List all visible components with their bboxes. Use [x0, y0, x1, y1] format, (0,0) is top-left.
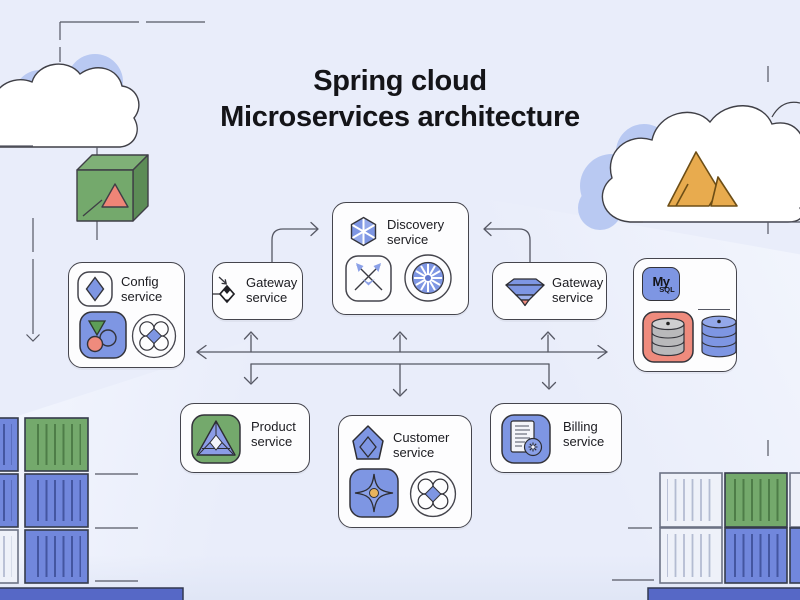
- gateway-left-service-label: Gateway service: [246, 275, 298, 305]
- gateway-right-service-node: Gateway service: [492, 262, 607, 320]
- gateway-right-service-label: Gateway service: [552, 275, 604, 305]
- hex-gem-icon: [350, 216, 377, 247]
- discovery-service-label: Discovery service: [387, 217, 445, 247]
- mysql-badge: My SQL: [642, 267, 680, 301]
- gray-database-cylinder-icon: [642, 311, 694, 363]
- billing-service-node: Billing service: [490, 403, 622, 473]
- cube-triangle: [101, 183, 129, 208]
- clover-badge-icon: [131, 313, 177, 359]
- green-cube: [76, 154, 149, 222]
- billing-service-label: Billing service: [563, 419, 605, 449]
- customer-service-label: Customer service: [393, 430, 450, 460]
- turbine-wheel-icon: [404, 254, 452, 302]
- triangle-shape: [87, 320, 107, 337]
- cloud-icon: [0, 63, 140, 148]
- right-arrowhead: [310, 221, 319, 237]
- shipping-containers-left: [0, 417, 138, 584]
- dashed-frame-lines-topleft: [59, 21, 205, 62]
- blue-database-cylinder-icon: [701, 315, 737, 358]
- shipping-containers-right: [612, 472, 800, 584]
- diamond-badge-icon: [77, 271, 113, 307]
- discovery-service-node: Discovery service: [332, 202, 469, 315]
- pentagon-gem-icon: [352, 425, 384, 460]
- diagram-title: Spring cloud Microservices architecture: [0, 64, 800, 136]
- compass-star-icon: [349, 468, 399, 518]
- clover-badge-icon: [409, 470, 457, 518]
- product-service-label: Product service: [251, 419, 296, 449]
- circle-shape: [86, 335, 104, 353]
- bottom-bars: [0, 587, 800, 600]
- database-node: My SQL: [633, 258, 737, 372]
- route-diamond-icon: [212, 276, 236, 304]
- gateway-left-to-discovery-arrow: [271, 228, 318, 263]
- divider-line: [698, 309, 730, 310]
- invoice-document-icon: [501, 414, 551, 464]
- gateway-left-service-node: Gateway service: [212, 262, 303, 320]
- shapes-tile-icon: [79, 311, 127, 359]
- title-line-1: Spring cloud: [313, 65, 487, 97]
- customer-service-node: Customer service: [338, 415, 472, 528]
- title-line-2: Microservices architecture: [220, 100, 580, 133]
- config-service-label: Config service: [121, 274, 163, 304]
- down-arrowhead: [26, 334, 40, 342]
- crossed-arrows-icon: [345, 255, 392, 302]
- config-service-node: Config service: [68, 262, 185, 368]
- product-service-node: Product service: [180, 403, 310, 473]
- prism-triangle-icon: [191, 414, 241, 464]
- faceted-gem-icon: [505, 278, 545, 307]
- left-cloud: [0, 54, 140, 148]
- gateway-right-to-discovery-arrow: [484, 228, 531, 263]
